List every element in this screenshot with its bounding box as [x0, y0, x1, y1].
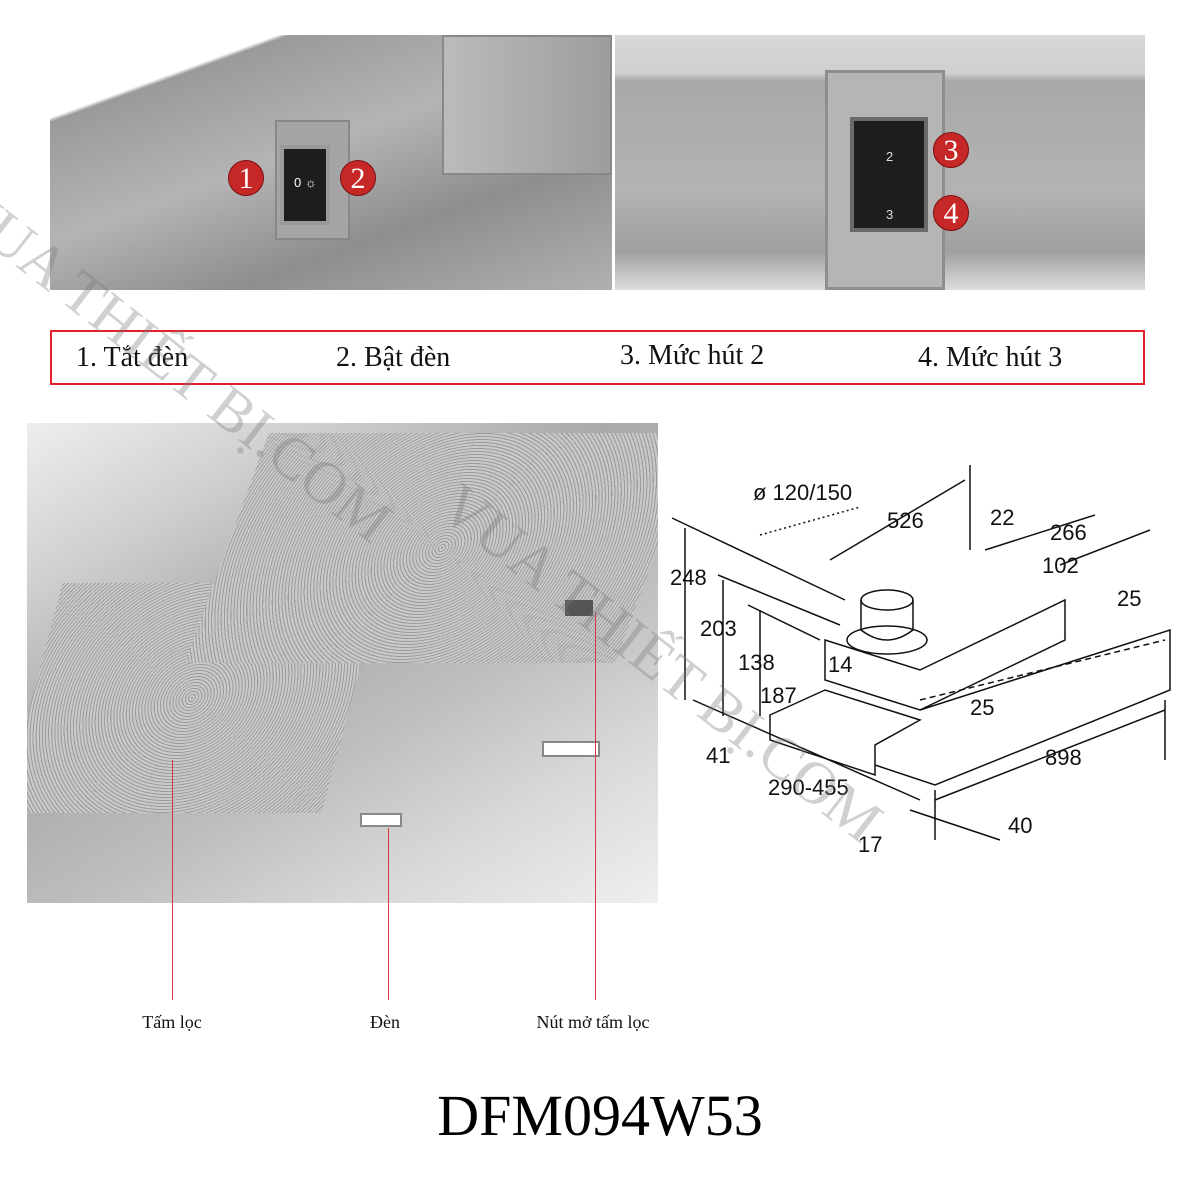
lamp [360, 813, 402, 827]
dim-40: 40 [1008, 813, 1032, 838]
dim-duct-diameter: ø 120/150 [753, 480, 852, 505]
dim-102: 102 [1042, 553, 1079, 578]
lamp [542, 741, 600, 757]
leader-line [388, 828, 389, 1000]
label-lamp: Đèn [370, 1012, 400, 1032]
badge-3: 3 [933, 132, 969, 168]
button-2-label: 2 [886, 149, 894, 164]
switch-symbol: 0 ☼ [294, 175, 317, 190]
dim-41: 41 [706, 743, 730, 768]
legend-item-2: 2. Bật đèn [336, 342, 451, 373]
dim-25-top: 25 [1117, 586, 1141, 611]
dim-25-side: 25 [970, 695, 994, 720]
fan-buttons: 2 3 [850, 117, 928, 232]
leader-line [172, 760, 173, 1000]
dim-187: 187 [760, 683, 797, 708]
label-filter-release: Nút mở tấm lọc [536, 1012, 650, 1032]
legend-item-4: 4. Mức hút 3 [918, 342, 1063, 373]
hood-fan-buttons-photo: 2 3 3 4 [615, 35, 1145, 290]
leader-line [595, 612, 596, 1000]
badge-2: 2 [340, 160, 376, 196]
dim-22: 22 [990, 505, 1014, 530]
hood-switch-photo: 0 ☼ 1 2 [50, 35, 612, 290]
dim-17: 17 [858, 832, 882, 857]
dim-138: 138 [738, 650, 775, 675]
dim-14: 14 [828, 652, 852, 677]
dim-526: 526 [887, 508, 924, 533]
dim-898: 898 [1045, 745, 1082, 770]
chimney [442, 35, 612, 175]
drawing-lines [671, 465, 1171, 841]
legend-box: 1. Tắt đèn 2. Bật đèn 3. Mức hút 2 4. Mứ… [50, 330, 1145, 385]
legend-item-3: 3. Mức hút 2 [620, 340, 765, 371]
button-3-label: 3 [886, 207, 894, 222]
dim-203: 203 [700, 616, 737, 641]
model-number: DFM094W53 [437, 1083, 763, 1148]
label-filter: Tấm lọc [142, 1012, 202, 1032]
filter-release-button [565, 600, 593, 616]
light-switch: 0 ☼ [280, 145, 330, 225]
badge-1: 1 [228, 160, 264, 196]
dim-290-455: 290-455 [768, 775, 849, 800]
dim-248: 248 [670, 565, 707, 590]
badge-4: 4 [933, 195, 969, 231]
legend-item-1: 1. Tắt đèn [76, 342, 189, 373]
dim-266: 266 [1050, 520, 1087, 545]
hood-underside-photo [27, 423, 658, 903]
